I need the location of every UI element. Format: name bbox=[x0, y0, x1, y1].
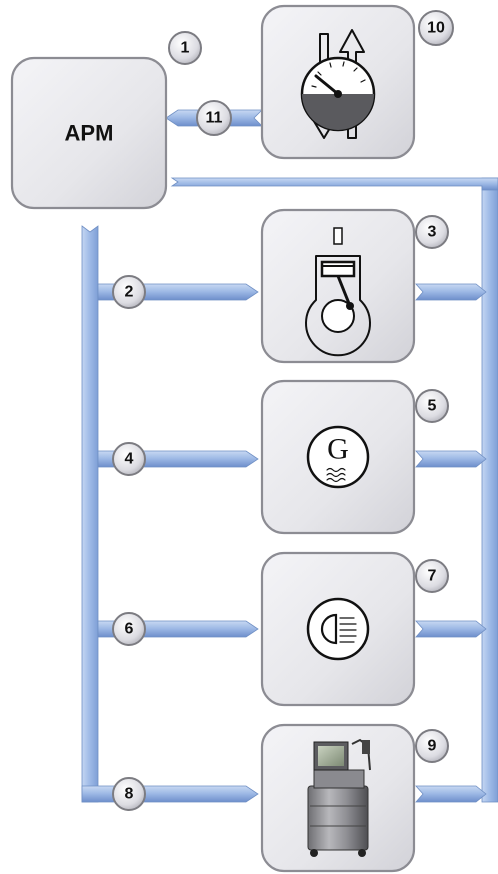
badge-5: 5 bbox=[415, 389, 449, 423]
right-return-pipe bbox=[481, 177, 498, 803]
badge-7: 7 bbox=[415, 559, 449, 593]
apm-label: APM bbox=[65, 121, 114, 146]
svg-text:2: 2 bbox=[125, 284, 134, 301]
svg-text:7: 7 bbox=[428, 568, 437, 585]
svg-text:1: 1 bbox=[181, 40, 190, 57]
engine-box bbox=[260, 208, 416, 364]
output-arrow-tester bbox=[415, 785, 487, 803]
headlamp-icon bbox=[306, 597, 370, 661]
badge-3: 3 bbox=[415, 215, 449, 249]
badge-10: 10 bbox=[418, 10, 454, 46]
generator-icon: G bbox=[306, 425, 370, 489]
svg-text:4: 4 bbox=[125, 451, 134, 468]
diagnostic-tester-icon bbox=[307, 738, 371, 857]
badge-1: 1 bbox=[168, 31, 202, 65]
badge-2: 2 bbox=[112, 275, 146, 309]
pressure-gauge-icon bbox=[300, 29, 376, 139]
badge-9: 9 bbox=[415, 729, 449, 763]
badge-6: 6 bbox=[112, 612, 146, 646]
generator-box: G bbox=[260, 379, 416, 535]
apm-box: APM bbox=[10, 56, 168, 210]
svg-text:6: 6 bbox=[125, 621, 134, 638]
svg-text:10: 10 bbox=[427, 20, 445, 37]
output-arrow-generator bbox=[415, 450, 487, 468]
svg-text:8: 8 bbox=[125, 786, 134, 803]
generator-symbol: G bbox=[327, 433, 349, 466]
output-arrow-lamp bbox=[415, 620, 487, 638]
engine-piston-icon bbox=[305, 227, 371, 357]
badge-11: 11 bbox=[196, 100, 232, 136]
svg-text:11: 11 bbox=[206, 110, 223, 127]
badge-8: 8 bbox=[112, 777, 146, 811]
svg-text:3: 3 bbox=[428, 224, 437, 241]
badge-4: 4 bbox=[112, 442, 146, 476]
lamp-box bbox=[260, 551, 416, 707]
output-arrow-engine bbox=[415, 283, 487, 301]
left-bus-pipe bbox=[81, 225, 99, 803]
feed-arrow-tester bbox=[81, 785, 259, 803]
svg-text:5: 5 bbox=[428, 398, 437, 415]
svg-text:9: 9 bbox=[428, 738, 437, 755]
tester-box bbox=[260, 723, 416, 873]
gauge-box bbox=[260, 4, 416, 160]
top-return-arrow bbox=[170, 177, 498, 191]
